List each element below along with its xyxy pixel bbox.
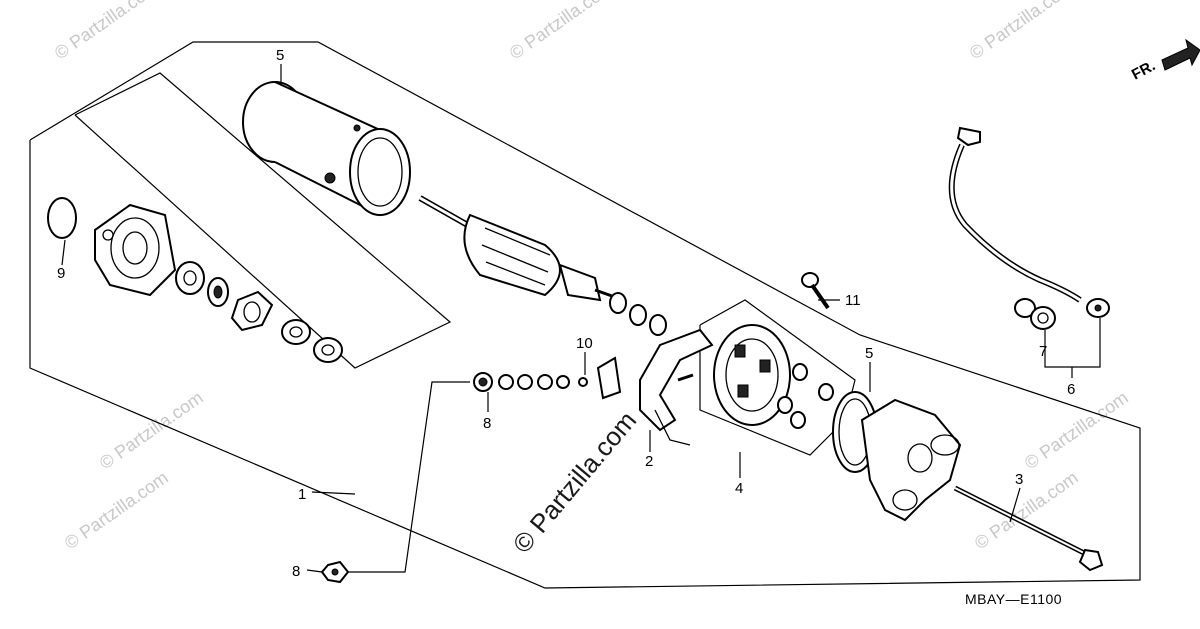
washer-part — [313, 337, 343, 363]
callout-4[interactable]: 4 — [735, 480, 743, 497]
callout-8-middle[interactable]: 8 — [483, 415, 491, 432]
terminal-hardware — [473, 372, 588, 392]
through-bolt-part — [953, 485, 1104, 572]
cap-part-7 — [1014, 298, 1056, 330]
watermark-6: © Partzilla.com — [96, 387, 207, 473]
insulator-part — [596, 356, 622, 400]
watermark-4: © Partzilla.com — [61, 467, 172, 553]
callout-10[interactable]: 10 — [576, 335, 593, 352]
direction-label: FR. — [1129, 57, 1158, 83]
o-ring-part — [47, 197, 77, 239]
callout-7[interactable]: 7 — [1039, 343, 1047, 360]
rear-cover-part — [860, 398, 962, 522]
callout-1[interactable]: 1 — [298, 486, 306, 503]
shim-washer-2 — [629, 304, 647, 326]
seal-part — [207, 277, 229, 307]
terminal-bolt-part — [677, 373, 694, 382]
callout-2[interactable]: 2 — [645, 453, 653, 470]
bolt-part-11 — [801, 272, 830, 310]
front-cover-part — [94, 203, 177, 297]
armature-part — [418, 195, 613, 302]
motor-case-part — [242, 81, 411, 217]
front-direction-indicator: FR. — [1129, 38, 1200, 84]
callout-9[interactable]: 9 — [57, 265, 65, 282]
watermark-3: © Partzilla.com — [966, 0, 1077, 63]
center-watermark: © Partzilla.com — [507, 405, 643, 558]
thrust-washer-part — [281, 319, 311, 345]
watermark-1: © Partzilla.com — [51, 0, 162, 63]
shim-washer-1 — [609, 292, 627, 314]
diagram-code: MBAY—E1100 — [965, 591, 1062, 607]
assembly-outline — [29, 41, 1141, 589]
front-arrow-icon — [1161, 38, 1200, 71]
brush-plate-part — [639, 328, 714, 446]
watermark-5: © Partzilla.com — [971, 467, 1082, 553]
watermark-7: © Partzilla.com — [1021, 387, 1132, 473]
callout-3[interactable]: 3 — [1015, 471, 1023, 488]
lock-plate-part — [230, 290, 274, 332]
callout-8-bottom[interactable]: 8 — [292, 563, 300, 580]
callout-6[interactable]: 6 — [1067, 381, 1075, 398]
shim-washer-3 — [649, 314, 667, 336]
nut-part — [320, 560, 350, 584]
brush-holder-part — [713, 324, 834, 429]
callout-5-right[interactable]: 5 — [865, 345, 873, 362]
cable-part — [948, 126, 1110, 318]
sub-assembly-outline — [74, 72, 452, 369]
callout-5-top[interactable]: 5 — [276, 47, 284, 64]
watermark-2: © Partzilla.com — [506, 0, 617, 63]
leader-lines — [61, 64, 1101, 573]
bearing-part — [175, 261, 205, 295]
callout-11[interactable]: 11 — [845, 292, 861, 309]
